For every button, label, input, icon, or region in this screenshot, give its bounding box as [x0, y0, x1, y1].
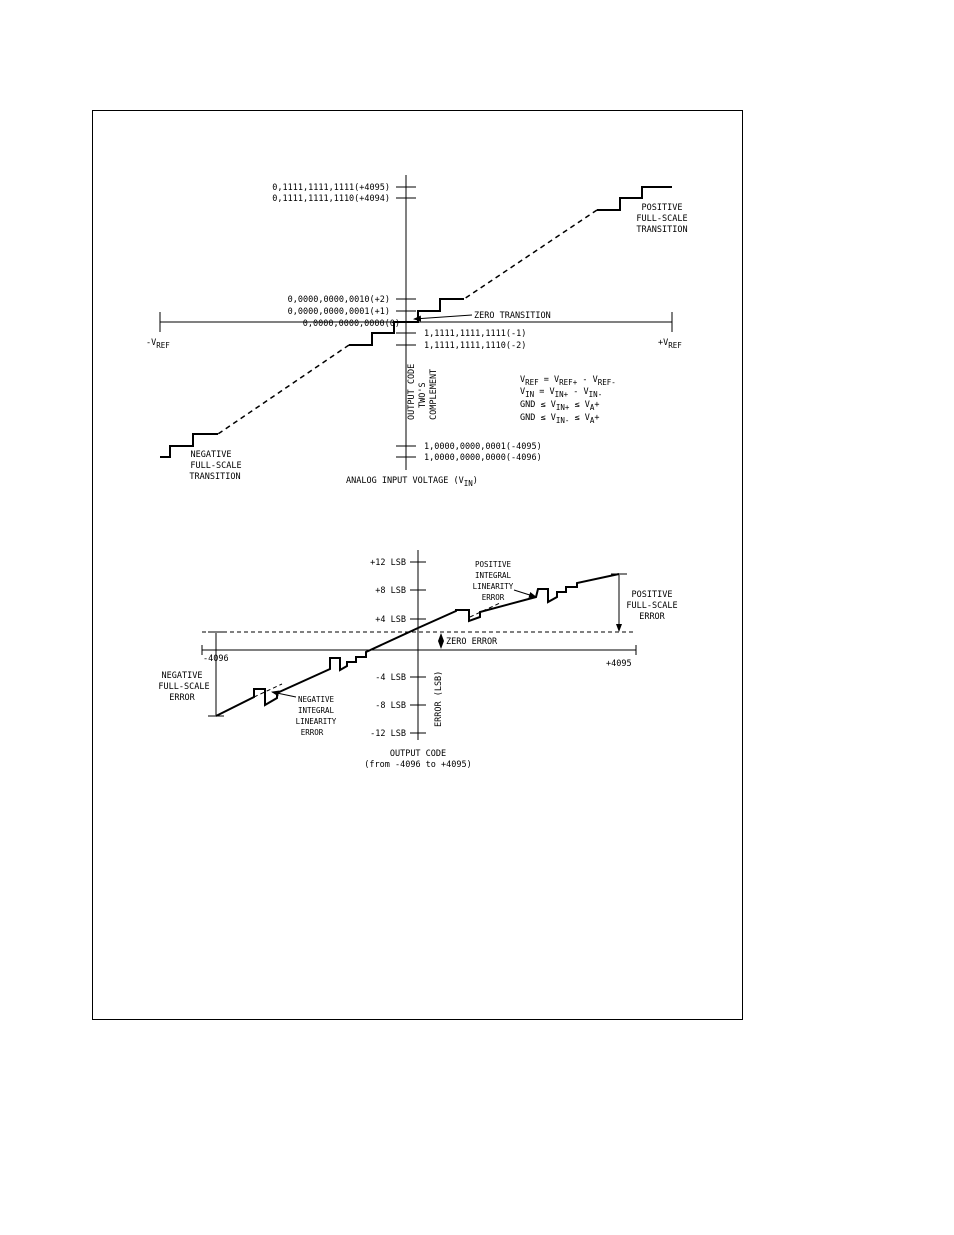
svg-text:GND ≤ VIN- ≤ VA+: GND ≤ VIN- ≤ VA+ [520, 413, 600, 425]
positive-fs-line3: TRANSITION [636, 225, 687, 235]
svg-text:COMPLEMENT: COMPLEMENT [429, 369, 439, 420]
zero-error-label: ZERO ERROR [446, 637, 498, 647]
code-label-4095: 0,1111,1111,1111(+4095) [272, 183, 390, 193]
tick-plus4: +4 LSB [375, 615, 406, 625]
pos-fs-error-line3: ERROR [639, 612, 665, 622]
error-diagram: +12 LSB +8 LSB +4 LSB -4 LSB -8 LSB -12 … [158, 550, 678, 770]
tick-plus8: +8 LSB [375, 586, 406, 596]
tick-minus8: -8 LSB [375, 701, 406, 711]
pos-inl-line3: LINEARITY [473, 582, 514, 591]
svg-text:VREF = VREF+ - VREF-: VREF = VREF+ - VREF- [520, 375, 616, 387]
output-code-range: (from -4096 to +4095) [364, 760, 471, 770]
neg-fs-error-line2: FULL-SCALE [158, 682, 209, 692]
neg-inl-arrow [271, 690, 297, 698]
neg-inl-line3: LINEARITY [296, 717, 337, 726]
center-lower-staircase [349, 321, 406, 346]
neg-fs-error-line3: ERROR [169, 693, 195, 703]
tick-minus12: -12 LSB [370, 729, 406, 739]
pos-inl-line1: POSITIVE [475, 560, 512, 569]
neg-inl-line4: ERROR [301, 728, 324, 737]
zero-transition-arrow [413, 314, 473, 322]
upper-staircase [597, 186, 672, 211]
code-label-2: 0,0000,0000,0010(+2) [288, 295, 390, 305]
code-label-minus4095: 1,0000,0000,0001(-4095) [424, 442, 542, 452]
code-label-1: 0,0000,0000,0001(+1) [288, 307, 390, 317]
code-label-4094: 0,1111,1111,1110(+4094) [272, 194, 390, 204]
output-code-label: OUTPUT CODE TWO'S COMPLEMENT [407, 364, 439, 420]
neg-inl-line1: NEGATIVE [298, 695, 335, 704]
inl-dash-pos [469, 602, 501, 618]
pos-inl-line4: ERROR [482, 593, 505, 602]
upper-dashed-line [463, 209, 598, 300]
neg-inl-line2: INTEGRAL [298, 706, 335, 715]
inl-dash-neg [253, 683, 283, 698]
svg-text:VIN = VIN+ - VIN-: VIN = VIN+ - VIN- [520, 387, 602, 399]
center-upper-staircase [406, 298, 464, 323]
svg-text:OUTPUT CODE: OUTPUT CODE [407, 364, 417, 420]
code-label-minus2: 1,1111,1111,1110(-2) [424, 341, 526, 351]
pos-fs-error-line1: POSITIVE [632, 590, 673, 600]
pos-fs-error-line2: FULL-SCALE [626, 601, 677, 611]
pos-inl-arrow [513, 589, 537, 598]
tick-plus12: +12 LSB [370, 558, 406, 568]
pos-vref-label: +VREF [658, 338, 682, 350]
code-label-minus4096: 1,0000,0000,0000(-4096) [424, 453, 542, 463]
equations: VREF = VREF+ - VREF- VIN = VIN+ - VIN- G… [520, 375, 616, 425]
negative-fs-line1: NEGATIVE [191, 450, 232, 460]
lower-staircase [160, 433, 218, 458]
neg-fs-error-line1: NEGATIVE [162, 671, 203, 681]
y-ticks [396, 186, 416, 458]
negative-fs-line3: TRANSITION [189, 472, 240, 482]
lower-dashed-line [217, 344, 350, 435]
pos-inl-line2: INTEGRAL [475, 571, 512, 580]
svg-text:TWO'S: TWO'S [418, 382, 428, 408]
output-code-title: OUTPUT CODE [390, 749, 446, 759]
error-y-ticks [410, 561, 426, 734]
error-lsb-label: ERROR (LSB) [434, 671, 444, 727]
positive-fs-line2: FULL-SCALE [636, 214, 687, 224]
code-label-0: 0,0000,0000,0000(0) [303, 319, 400, 329]
code-label-minus1: 1,1111,1111,1111(-1) [424, 329, 526, 339]
negative-fs-line2: FULL-SCALE [190, 461, 241, 471]
transfer-function-diagram: 0,1111,1111,1111(+4095) 0,1111,1111,1110… [146, 175, 688, 488]
positive-fs-line1: POSITIVE [642, 203, 683, 213]
x-right-label: +4095 [606, 659, 632, 669]
neg-vref-label: -VREF [146, 338, 170, 350]
zero-transition-label: ZERO TRANSITION [474, 311, 551, 321]
analog-input-label: ANALOG INPUT VOLTAGE (VIN) [346, 476, 478, 488]
tick-minus4: -4 LSB [375, 673, 406, 683]
figure-frame [92, 110, 743, 1020]
svg-text:GND ≤ VIN+ ≤ VA+: GND ≤ VIN+ ≤ VA+ [520, 400, 600, 412]
